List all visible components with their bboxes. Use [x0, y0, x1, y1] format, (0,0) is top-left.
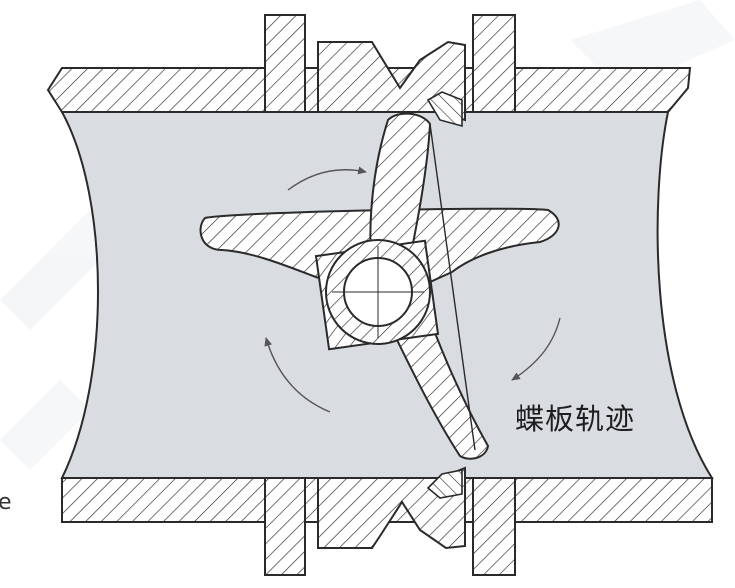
right-flange-top [472, 14, 516, 113]
rotation-arrow-right [511, 317, 561, 381]
trajectory-line [429, 123, 476, 451]
rotation-arrow-top [287, 166, 367, 191]
seal-bottom [426, 469, 463, 499]
edge-text-fragment: e [0, 490, 12, 515]
left-flange-top [264, 14, 306, 113]
left-flange-bottom [264, 477, 306, 576]
right-flange-bottom [472, 477, 516, 576]
rotation-arrow-left [264, 337, 331, 413]
disc-trajectory-label: 蝶板轨迹 [515, 402, 636, 436]
seal-top [426, 91, 463, 128]
